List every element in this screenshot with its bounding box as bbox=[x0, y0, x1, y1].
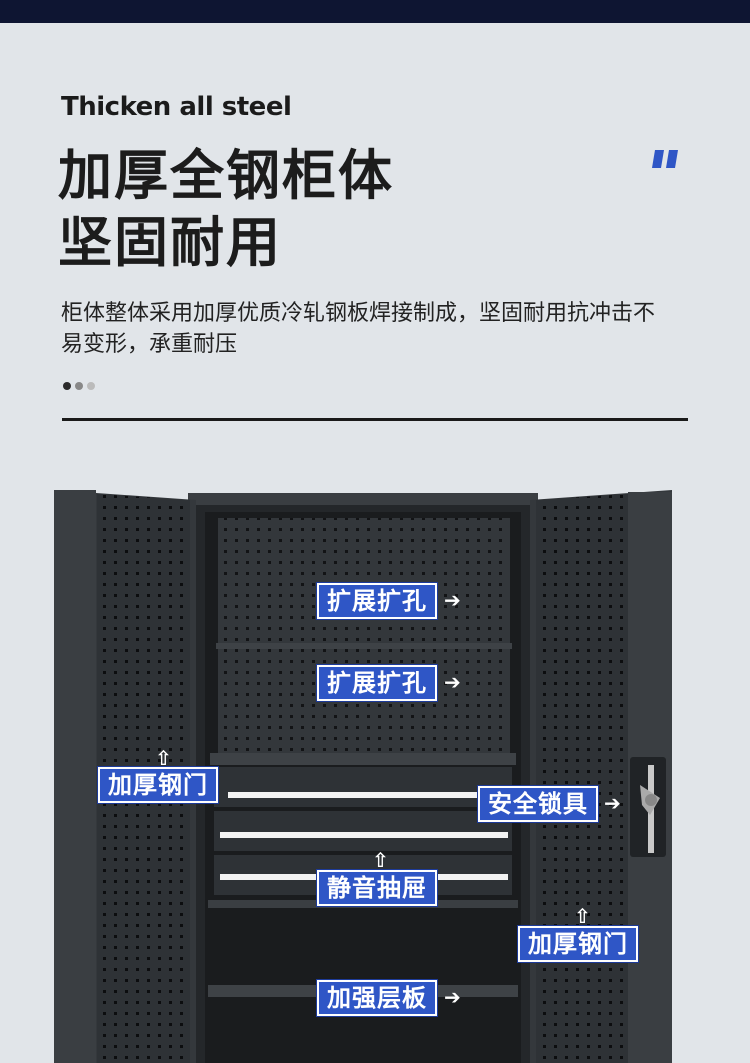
arrow-right-icon: ➔ bbox=[444, 670, 461, 694]
expand-hole-label-1: 扩展扩孔 bbox=[317, 583, 437, 619]
chinese-title-line2: 坚固耐用 bbox=[58, 211, 282, 274]
chinese-title-line1: 加厚全钢柜体 bbox=[58, 144, 394, 207]
carousel-dot[interactable] bbox=[87, 382, 95, 390]
thick-door-left-label: 加厚钢门 bbox=[98, 767, 218, 803]
carousel-dot[interactable] bbox=[75, 382, 83, 390]
divider bbox=[62, 418, 688, 421]
description-text: 柜体整体采用加厚优质冷轧钢板焊接制成，坚固耐用抗冲击不易变形，承重耐压 bbox=[61, 301, 656, 357]
reinforced-shelf-label: 加强层板 bbox=[317, 980, 437, 1016]
arrow-right-icon: ➔ bbox=[444, 985, 461, 1009]
silent-drawer-label: 静音抽屉 bbox=[317, 870, 437, 906]
english-title: Thicken all steel bbox=[61, 92, 292, 122]
expand-hole-label-2: 扩展扩孔 bbox=[317, 665, 437, 701]
arrow-up-icon: ⇧ bbox=[574, 904, 591, 928]
thick-door-right-label: 加厚钢门 bbox=[518, 926, 638, 962]
carousel-dots bbox=[63, 382, 95, 390]
safety-lock-label: 安全锁具 bbox=[478, 786, 598, 822]
carousel-dot[interactable] bbox=[63, 382, 71, 390]
quote-icon bbox=[652, 150, 678, 168]
arrow-up-icon: ⇧ bbox=[155, 746, 172, 770]
top-bar bbox=[0, 0, 750, 23]
arrow-right-icon: ➔ bbox=[444, 588, 461, 612]
arrow-up-icon: ⇧ bbox=[372, 848, 389, 872]
arrow-right-icon: ➔ bbox=[604, 791, 621, 815]
